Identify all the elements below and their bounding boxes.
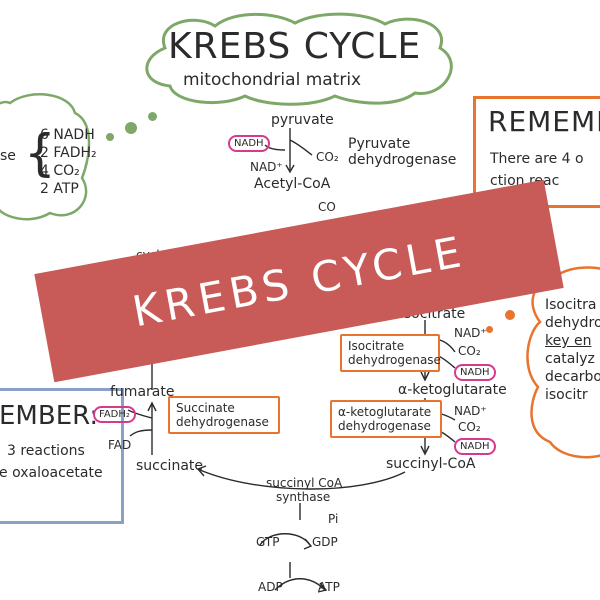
remember-box-left: EMBER: 3 reactions e oxaloacetate — [0, 388, 124, 524]
cloud-dot — [125, 122, 137, 134]
right-cloud-line: isocitr — [545, 387, 588, 403]
iso-nadh-badge: NADH — [454, 364, 496, 381]
page-subtitle: mitochondrial matrix — [183, 70, 362, 90]
summary-prefix: se — [0, 148, 16, 164]
summary-item: 4 CO₂ — [40, 163, 80, 179]
pyruvate-label: pyruvate — [271, 112, 334, 128]
fadh2-badge: FADH₂ — [93, 406, 136, 423]
remember-line: There are 4 o — [490, 151, 584, 167]
akg-co2-label: CO₂ — [458, 420, 481, 434]
nad-label: NAD⁺ — [250, 160, 283, 174]
summary-item: 2 ATP — [40, 181, 79, 197]
co2-partial-label: CO — [318, 200, 336, 214]
cloud-dot — [106, 133, 114, 141]
summary-item: 6 NADH — [40, 127, 95, 143]
sc-enzyme-line2: synthase — [276, 490, 331, 504]
akg-enzyme-box: α-ketoglutarate dehydrogenase — [330, 400, 442, 438]
right-cloud-line: decarbo — [545, 369, 600, 385]
iso-nad-label: NAD⁺ — [454, 326, 487, 340]
title-cloud — [145, 12, 453, 106]
right-cloud-line: dehydro — [545, 315, 600, 331]
remember-line: e oxaloacetate — [0, 465, 103, 481]
remember-line: 3 reactions — [7, 443, 85, 459]
gtp-label: GTP — [256, 535, 280, 549]
remember-heading: EMBER: — [0, 401, 99, 431]
nadh-badge: NADH — [228, 135, 270, 152]
cloud-dot — [486, 326, 493, 333]
fumarate-label: fumarate — [110, 384, 175, 400]
akg-nad-label: NAD⁺ — [454, 404, 487, 418]
akg-nadh-badge: NADH — [454, 438, 496, 455]
atp-label: ATP — [318, 580, 340, 594]
isocitrate-enzyme-box: Isocitrate dehydrogenase — [340, 334, 441, 372]
pi-label: Pi — [328, 512, 339, 526]
remember-heading: REMEMB — [488, 105, 600, 138]
cloud-dot — [148, 112, 157, 121]
right-cloud-line: key en — [545, 333, 592, 349]
cloud-dot — [505, 310, 515, 320]
pyruvate-enzyme: Pyruvate dehydrogenase — [348, 136, 457, 168]
akg-label: α-ketoglutarate — [398, 382, 507, 398]
gdp-label: GDP — [312, 535, 338, 549]
summary-cloud — [0, 93, 91, 221]
summary-brace: { — [24, 124, 56, 182]
succinate-label: succinate — [136, 458, 204, 474]
succinyl-coa-label: succinyl-CoA — [386, 456, 476, 472]
summary-list: 6 NADH 2 FADH₂ 4 CO₂ 2 ATP — [40, 126, 97, 198]
iso-co2-label: CO₂ — [458, 344, 481, 358]
summary-item: 2 FADH₂ — [40, 145, 97, 161]
right-cloud — [526, 266, 600, 459]
sc-enzyme-line1: succinyl CoA — [266, 476, 343, 490]
adp-label: ADP — [258, 580, 283, 594]
co2-label: CO₂ — [316, 150, 339, 164]
right-cloud-line: Isocitra — [545, 297, 597, 313]
fad-label: FAD — [108, 438, 132, 452]
right-cloud-line: catalyz — [545, 351, 595, 367]
acetyl-coa-label: Acetyl-CoA — [254, 176, 331, 192]
page-title: KREBS CYCLE — [168, 26, 422, 67]
right-cloud-text: Isocitra dehydro key en catalyz decarbo … — [545, 296, 600, 404]
succinate-enzyme-box: Succinate dehydrogenase — [168, 396, 280, 434]
